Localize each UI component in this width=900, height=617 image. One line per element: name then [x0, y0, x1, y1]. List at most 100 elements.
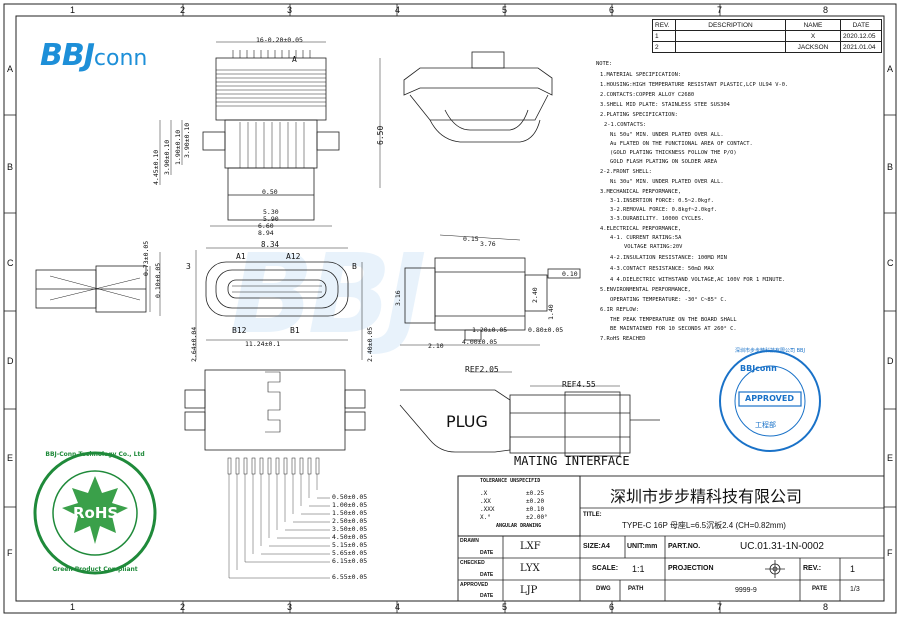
dim-660: 6.60	[258, 222, 274, 230]
fp-dim-9: 6.55±0.05	[332, 573, 368, 581]
approved-sub: 工程部	[755, 421, 776, 429]
checked-by: LYX	[520, 563, 540, 574]
dim-316: 3.16	[394, 290, 402, 306]
dim-label-a: A	[292, 55, 297, 64]
dim-240b: 2.40±0.05	[366, 326, 374, 362]
fp-dim-1: 1.00±0.05	[332, 501, 368, 509]
note-19: VOLTAGE RATING:20V	[624, 244, 683, 250]
path-label: PATH	[628, 586, 644, 592]
dim-v390b: 3.90±0.10	[183, 122, 191, 158]
dim-210: 2.10	[428, 342, 444, 350]
dim-1124: 11.24±0.1	[245, 340, 281, 348]
top-view-body	[215, 57, 327, 121]
tol-key-1: .XX	[480, 498, 491, 505]
fp-dim-7: 5.65±0.05	[332, 549, 368, 557]
dim-ref205: REF2.05	[465, 365, 499, 374]
zone-row-c: C	[7, 258, 14, 268]
projection-label: PROJECTION	[668, 565, 714, 572]
note-5: 2.PLATING SPECIFICATION:	[600, 112, 678, 118]
fp-dim-8: 6.15±0.05	[332, 557, 368, 565]
dwg-label: DWG	[596, 586, 611, 592]
note-6: 2-1.CONTACTS:	[604, 122, 647, 128]
zone-row-f-right: F	[887, 548, 893, 558]
dim-120: 1.20±0.05	[472, 326, 508, 334]
note-11: 2-2.FRONT SHELL:	[600, 169, 652, 175]
note-0: NOTE:	[596, 61, 613, 67]
fp-dim-6: 5.15±0.05	[332, 541, 368, 549]
tol-key-3: X.°	[480, 514, 491, 521]
dim-834: 8.34	[261, 240, 280, 249]
zone-col-8: 8	[823, 5, 829, 15]
approved-ring-text: 深圳市步步精科技有限公司 BBJ	[735, 348, 805, 354]
dim-073: 0.73±0.05	[142, 240, 150, 276]
note-23: 5.ENVIRONMENTAL PERFORMANCE,	[600, 287, 691, 293]
zone-col-7-bottom: 7	[717, 602, 723, 612]
zone-col-2-bottom: 2	[180, 602, 186, 612]
dim-v445: 4.45±0.10	[152, 149, 160, 185]
company-name: 深圳市步步精科技有限公司	[610, 487, 803, 506]
checked-label: CHECKED	[460, 560, 485, 566]
zone-col-5-bottom: 5	[502, 602, 508, 612]
drawn-label: DRAWN	[460, 538, 479, 544]
note-27: BE MAINTAINED FOR 10 SECONDS AT 260° C.	[610, 326, 737, 332]
note-10: GOLD FLASH PLATING ON SOLDER AREA	[610, 159, 718, 165]
watermark-logo: BBJ	[230, 230, 427, 358]
zone-row-d-right: D	[887, 356, 894, 366]
zone-col-4: 4	[395, 5, 401, 15]
fp-dim-0: 0.50±0.05	[332, 493, 368, 501]
dim-h650: 6.50	[376, 125, 385, 145]
dim-894: 8.94	[258, 229, 274, 237]
dim-a1: A1	[236, 252, 246, 261]
dim-nb: B	[352, 262, 357, 271]
note-2: 1.HOUSING:HIGH TEMPERATURE RESISTANT PLA…	[600, 82, 789, 88]
note-21: 4-3.CONTACT RESISTANCE: 50mΩ MAX	[610, 266, 714, 272]
tol-key-0: .X	[480, 490, 488, 497]
zone-row-d: D	[7, 356, 14, 366]
dim-010: 0.10	[562, 270, 578, 278]
approved-date-label: DATE	[480, 593, 494, 599]
dim-264: 2.64±0.04	[190, 326, 198, 362]
dim-v390: 3.90±0.10	[163, 139, 171, 175]
zone-row-e: E	[7, 453, 14, 463]
path-value: 9999-9	[735, 587, 757, 594]
note-1: 1.MATERIAL SPECIFICATION:	[600, 72, 682, 78]
part-no: UC.01.31-1N-0002	[740, 541, 824, 552]
rohs-ring-top: BBJ-Conn Technology Co., Ltd	[45, 451, 145, 458]
scale-value: 1:1	[632, 564, 645, 574]
dim-050: 0.50	[262, 188, 278, 196]
tol-val-0: ±0.25	[526, 490, 545, 497]
plug-label: PLUG	[446, 412, 488, 431]
note-12: Ni 30u" MIN. UNDER PLATED OVER ALL.	[610, 179, 724, 185]
dim-b1: B1	[290, 326, 300, 335]
zone-col-7: 7	[717, 5, 723, 15]
zone-col-1-bottom: 1	[70, 602, 76, 612]
note-25: 6.IR REFLOW:	[600, 307, 639, 313]
tol-val-2: ±0.10	[526, 506, 545, 513]
dim-530: 5.30	[263, 208, 279, 216]
dim-240: 2.40	[531, 287, 539, 303]
note-22: 4 4.DIELECTRIC WITHSTAND VOLTAGE,AC 100V…	[610, 277, 786, 283]
tolerance-block: TOLERANCE UNSPECIFID .X ±0.25 .XX ±0.20 …	[458, 476, 580, 536]
zone-row-b: B	[7, 162, 14, 172]
dim-010b: 0.10±0.05	[154, 262, 162, 298]
tol-val-3: ±2.00°	[526, 514, 548, 521]
zone-row-a-right: A	[887, 64, 894, 74]
note-14: 3-1.INSERTION FORCE: 0.5~2.0kgf.	[610, 198, 714, 204]
note-17: 4.ELECTRICAL PERFORMANCE,	[600, 226, 682, 232]
approved-label-cell: APPROVED	[460, 582, 489, 588]
fp-dim-3: 2.50±0.05	[332, 517, 368, 525]
page-value: 1/3	[850, 586, 860, 593]
logo-conn: conn	[93, 46, 148, 71]
drawn-date-label: DATE	[480, 550, 494, 556]
zone-row-e-right: E	[887, 453, 894, 463]
zone-col-3-bottom: 3	[287, 602, 293, 612]
zone-col-1: 1	[70, 5, 76, 15]
title-value: TYPE-C 16P 母座L=6.5沉板2.4 (CH=0.82mm)	[622, 521, 786, 530]
note-28: 7.RoHS REACHED	[600, 336, 646, 342]
rev-label: REV.:	[803, 565, 822, 572]
dim-n3: 3	[186, 262, 191, 271]
note-18: 4-1. CURRENT RATING:5A	[610, 235, 682, 241]
rohs-ring-bottom: Green Product Compliant	[52, 566, 138, 573]
note-24: OPERATING TEMPERATURE: -30° C~85° C.	[610, 297, 727, 303]
